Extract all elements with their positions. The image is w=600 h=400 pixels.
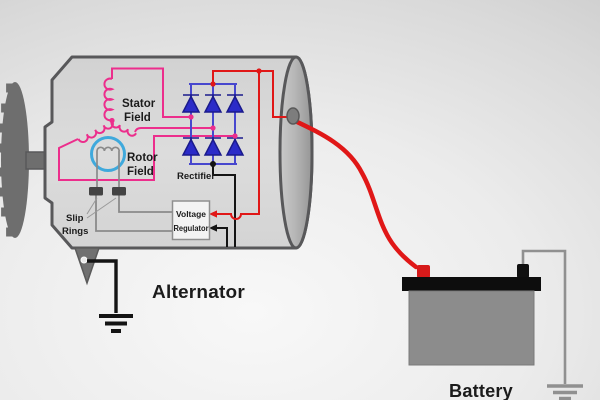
stator-phase-wires xyxy=(58,67,233,181)
output-stud xyxy=(286,107,300,125)
pulley-tooth xyxy=(6,227,14,237)
rotor-ring xyxy=(90,136,126,172)
battery-ground-wire xyxy=(521,249,567,384)
brush-wire-lower xyxy=(95,195,172,232)
stator-winding xyxy=(77,77,137,143)
ground-symbol-icon xyxy=(547,384,583,400)
battery-cable xyxy=(290,117,419,270)
voltage-regulator-box xyxy=(171,200,211,241)
bracket-bolt-hole xyxy=(80,256,88,264)
alternator-ground xyxy=(87,259,133,333)
arrowhead-black-icon xyxy=(209,224,217,232)
diode-icon xyxy=(203,94,223,113)
rotor-coil xyxy=(96,146,121,152)
stator-field-label-line2: Field xyxy=(124,112,151,124)
diode-icon xyxy=(181,94,201,113)
alternator-end-cap xyxy=(278,55,314,250)
callout-line xyxy=(86,197,98,215)
stator-coil-right xyxy=(110,120,137,137)
battery xyxy=(402,264,541,366)
alternator-label: Alternator xyxy=(152,282,245,302)
ground-symbol-icon xyxy=(99,314,133,333)
diodes xyxy=(181,94,245,156)
phase-b-junction xyxy=(210,125,216,131)
callout-line xyxy=(86,197,117,219)
slip-ring-left xyxy=(89,187,103,196)
battery-positive-terminal xyxy=(417,265,430,278)
stator-star-junction xyxy=(109,117,115,124)
rotor-field-label-line1: Rotor xyxy=(127,152,158,164)
sense-branch-junction xyxy=(256,68,262,74)
arrowhead-red-icon xyxy=(209,210,217,218)
brush-wires xyxy=(95,195,172,232)
phase-c-junction xyxy=(232,133,238,139)
diode-icon xyxy=(225,94,245,113)
battery-body xyxy=(408,290,535,366)
regulator-sense-wire xyxy=(217,71,260,220)
rotor xyxy=(90,136,126,187)
output-wires xyxy=(212,70,288,220)
phase-wire-a xyxy=(111,67,189,118)
rectifier-output-wire xyxy=(212,70,288,118)
battery-ground xyxy=(521,249,583,400)
stator-coil-left xyxy=(77,120,114,143)
mounting-bracket xyxy=(73,247,101,286)
rectifier-bridge xyxy=(181,83,245,165)
pulley-wheel xyxy=(1,82,29,238)
regulator-ground-wire xyxy=(216,227,228,247)
pulley-fan xyxy=(0,82,29,238)
slip-rings-callout xyxy=(86,197,117,219)
battery-top-bar xyxy=(402,277,541,291)
slip-rings-label-line1: Slip xyxy=(66,213,84,224)
voltage-regulator: Voltage Regulator xyxy=(171,200,211,241)
rectifier-negative-junction xyxy=(210,161,216,167)
output-junction xyxy=(210,81,216,87)
diode-icon xyxy=(181,137,201,156)
phase-wire-c xyxy=(58,135,233,181)
rectifier-ground-wire xyxy=(212,164,236,247)
battery-negative-terminal xyxy=(517,264,529,278)
internal-ground-wires xyxy=(212,164,236,247)
phase-a-junction xyxy=(188,114,194,120)
stator-coil-top xyxy=(103,77,115,122)
voltage-regulator-label-line2: Regulator xyxy=(174,224,209,233)
slip-ring-right xyxy=(112,187,126,196)
brush-wire-upper xyxy=(118,195,172,213)
ground-wire xyxy=(87,259,118,313)
slip-rings-label-line2: Rings xyxy=(62,226,88,237)
battery-label: Battery xyxy=(449,381,513,400)
slip-rings xyxy=(89,187,126,196)
diode-icon xyxy=(203,137,223,156)
rotor-field-label-line2: Field xyxy=(127,166,154,178)
stator-field-label-line1: Stator xyxy=(122,98,156,110)
voltage-regulator-label-line1: Voltage xyxy=(176,210,207,219)
pulley-tooth xyxy=(6,83,14,93)
rectifier-label: Rectifier xyxy=(177,171,215,182)
phase-wire-b xyxy=(134,127,211,133)
